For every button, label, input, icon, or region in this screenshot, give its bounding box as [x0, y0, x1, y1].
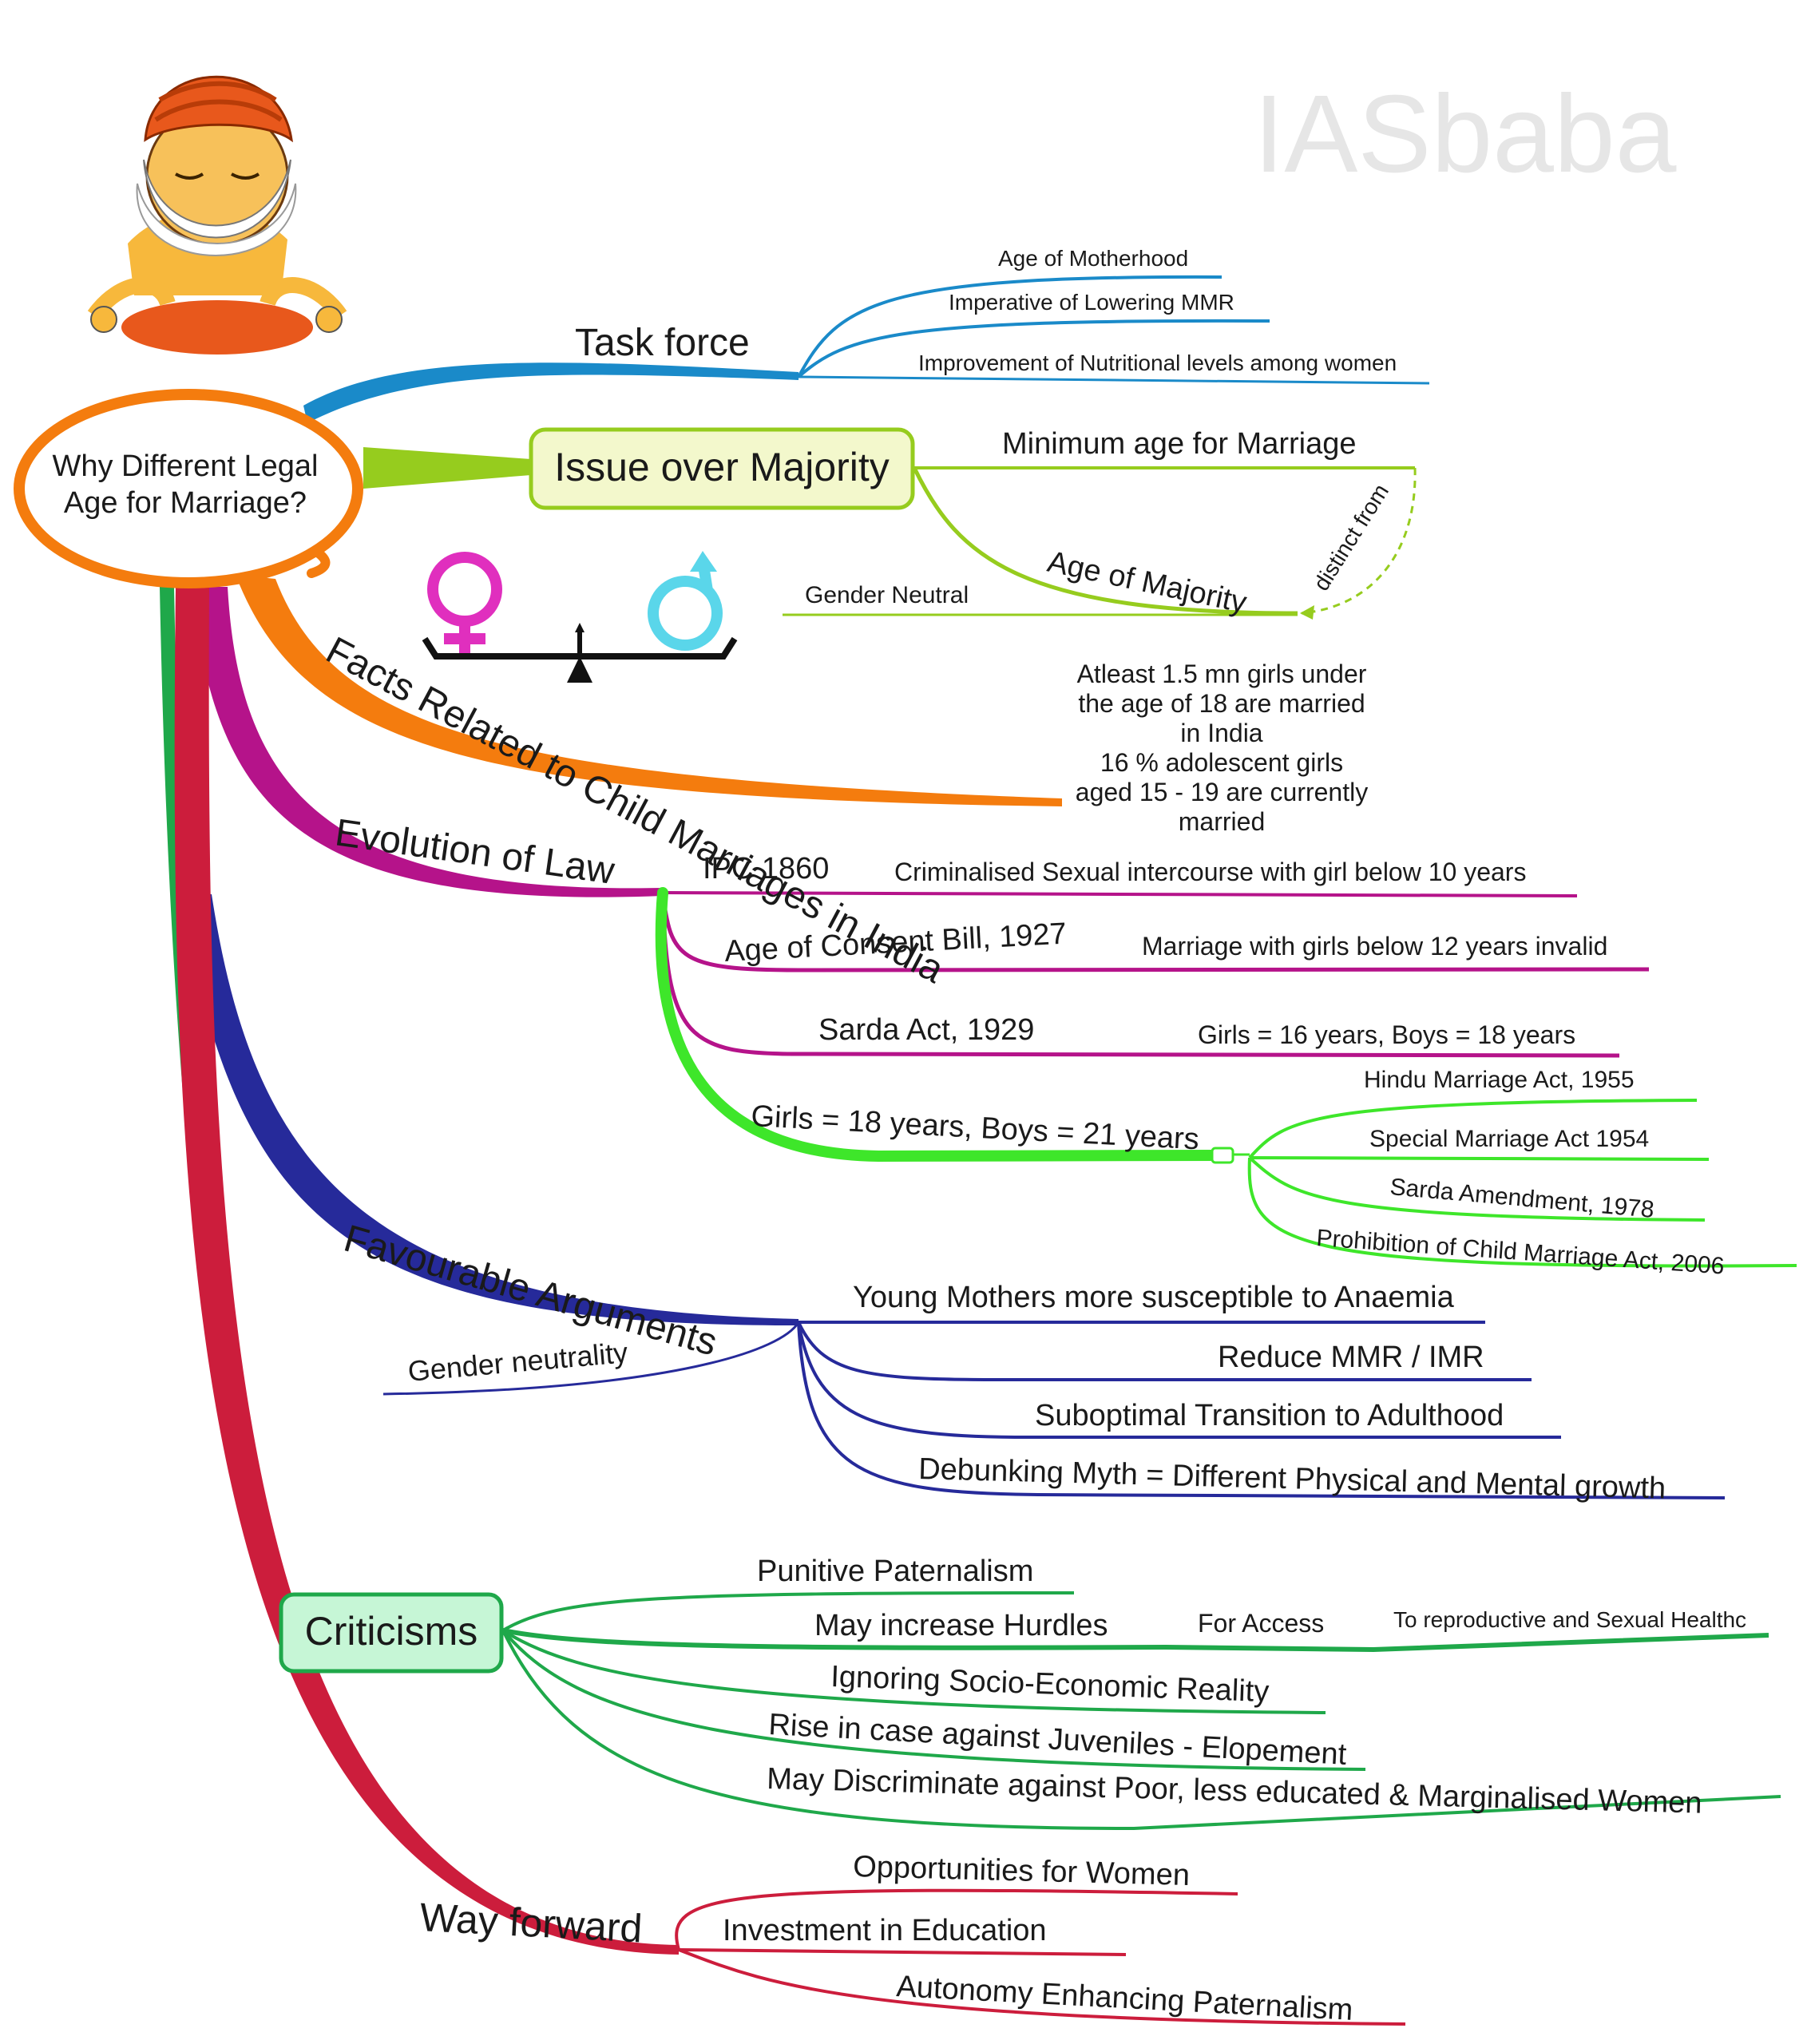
watermark: IASbaba [1254, 73, 1677, 196]
branch-task-force-line [798, 375, 1430, 385]
branch-facts [236, 575, 1062, 806]
favourable-item-1: Young Mothers more susceptible to Anaemi… [853, 1281, 1455, 1314]
gender-neutrality-label: Gender neutrality [406, 1336, 629, 1388]
criticism-item-2: May increase Hurdles [814, 1609, 1108, 1642]
branch-majority [363, 447, 531, 489]
majority-node-box [529, 427, 915, 510]
criticisms-label: Criticisms [305, 1609, 478, 1654]
distinct-from-label: distinct from [1309, 480, 1393, 595]
criticism-item-1: Punitive Paternalism [757, 1555, 1033, 1588]
act-special-marriage: Special Marriage Act 1954 [1369, 1126, 1649, 1152]
female-symbol-icon [427, 552, 502, 627]
way-forward-item-2: Investment in Education [723, 1914, 1047, 1947]
gender-balance-illustration [422, 551, 738, 683]
center-node: Why Different Legal Age for Marriage? [14, 389, 363, 588]
center-title-line2: Age for Marriage? [64, 486, 307, 520]
criticism-item-5: May Discriminate against Poor, less educ… [767, 1762, 1702, 1820]
act-hindu-marriage: Hindu Marriage Act, 1955 [1364, 1067, 1635, 1093]
ipc-detail: Criminalised Sexual intercourse with gir… [894, 858, 1526, 886]
branch-current-law [655, 887, 1227, 1163]
branch-favourable [180, 894, 799, 1325]
facts-detail-block: Atleast 1.5 mn girls under the age of 18… [1030, 660, 1413, 837]
facts-line-2: the age of 18 are married [1078, 689, 1365, 718]
branch-law [192, 587, 663, 897]
meditating-sage-illustration [87, 75, 347, 355]
task-force-label: Task force [575, 322, 750, 364]
facts-line-1: Atleast 1.5 mn girls under [1076, 660, 1367, 688]
branch-task-force [303, 362, 799, 423]
way-forward-item-1: Opportunities for Women [853, 1850, 1191, 1892]
sarda-label: Sarda Act, 1929 [818, 1013, 1034, 1047]
act-prohibition-child-marriage: Prohibition of Child Marriage Act, 2006 [1316, 1225, 1726, 1280]
age-of-majority-label: Age of Majority [1044, 545, 1250, 620]
task-force-item-3: Improvement of Nutritional levels among … [918, 351, 1397, 375]
favourable-item-2: Reduce MMR / IMR [1218, 1341, 1484, 1374]
male-symbol-icon [648, 576, 723, 651]
way-forward-label: Way forward [418, 1895, 643, 1951]
facts-line-5: aged 15 - 19 are currently [1075, 778, 1369, 806]
criticisms-node-box [279, 1592, 504, 1674]
consent-detail: Marriage with girls below 12 years inval… [1142, 932, 1607, 961]
facts-line-3: in India [1180, 719, 1263, 747]
ipc-label: IPC 1860 [703, 852, 829, 885]
facts-line-4: 16 % adolescent girls [1100, 748, 1344, 777]
facts-line-6: married [1178, 807, 1266, 836]
gender-neutral-label: Gender Neutral [805, 582, 969, 608]
minimum-age-label: Minimum age for Marriage [1002, 427, 1356, 461]
center-title-line1: Why Different Legal [52, 450, 318, 483]
favourable-item-4: Debunking Myth = Different Physical and … [918, 1452, 1666, 1505]
favourable-label: Favourable Arguments [339, 1218, 722, 1365]
favourable-item-3: Suboptimal Transition to Adulthood [1035, 1399, 1504, 1432]
sarda-detail: Girls = 16 years, Boys = 18 years [1198, 1020, 1575, 1049]
pointing-hand-icon [1211, 1147, 1250, 1164]
task-force-item-1: Age of Motherhood [998, 246, 1188, 271]
reproductive-health-label: To reproductive and Sexual Healthc [1393, 1607, 1746, 1632]
majority-label: Issue over Majority [554, 445, 890, 489]
distinct-from-arrow [1301, 467, 1417, 615]
task-force-item-2: Imperative of Lowering MMR [949, 290, 1234, 315]
for-access-label: For Access [1198, 1609, 1324, 1638]
